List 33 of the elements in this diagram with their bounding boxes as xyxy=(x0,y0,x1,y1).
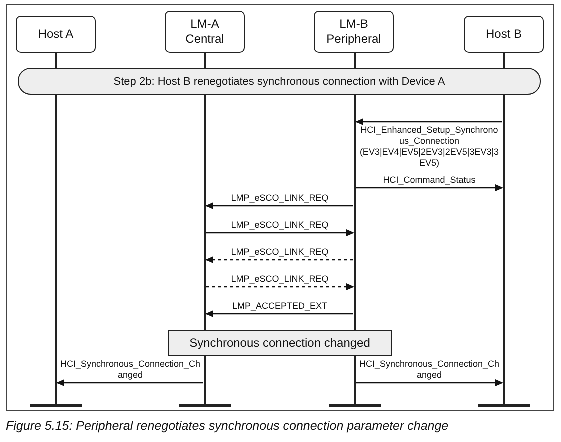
message-arrow xyxy=(356,184,504,192)
figure-caption: Figure 5.15: Peripheral renegotiates synchronous connection parameter change xyxy=(6,419,449,433)
participant-label: Host B xyxy=(486,27,522,42)
participant-box xyxy=(464,16,544,53)
edge-label: LMP_eSCO_LINK_REQ xyxy=(230,274,330,285)
state-box xyxy=(168,330,392,356)
edge-label: LMP_eSCO_LINK_REQ xyxy=(230,247,330,258)
message-arrow xyxy=(206,256,354,264)
participant-box xyxy=(165,11,245,53)
lifeline xyxy=(502,53,506,405)
participant-label: LM-A Central xyxy=(184,17,226,47)
message-arrow xyxy=(206,284,354,290)
message-arrow xyxy=(206,230,354,236)
lifeline xyxy=(54,53,58,405)
edge-label: LMP_eSCO_LINK_REQ xyxy=(230,193,330,204)
message-arrow xyxy=(356,380,504,386)
message-arrow xyxy=(356,118,502,126)
edge-label: LMP_ACCEPTED_EXT xyxy=(231,301,329,312)
participant-label: Host A xyxy=(38,27,74,42)
message-arrow xyxy=(206,310,354,318)
participant-box xyxy=(314,11,394,53)
participant-box xyxy=(16,16,96,53)
edge-label: LMP_eSCO_LINK_REQ xyxy=(230,220,330,231)
edge-label: HCI_Enhanced_Setup_Synchronous_Connection (EV3|EV4|EV5|2EV3|2EV5|3EV3|3EV5) xyxy=(358,125,500,169)
message-arrow xyxy=(206,202,354,210)
edge-label: HCI_Synchronous_Connection_Changed xyxy=(358,359,500,381)
edge-label: HCI_Command_Status xyxy=(382,175,477,186)
edge-label: HCI_Synchronous_Connection_Changed xyxy=(60,359,202,381)
step-label: Step 2b: Host B renegotiates synchronous connection with Device A xyxy=(114,76,446,88)
state-label: Synchronous connection changed xyxy=(190,336,370,350)
message-arrow xyxy=(56,380,204,386)
step-band xyxy=(18,68,541,95)
participant-label: LM-B Peripheral xyxy=(326,17,382,47)
